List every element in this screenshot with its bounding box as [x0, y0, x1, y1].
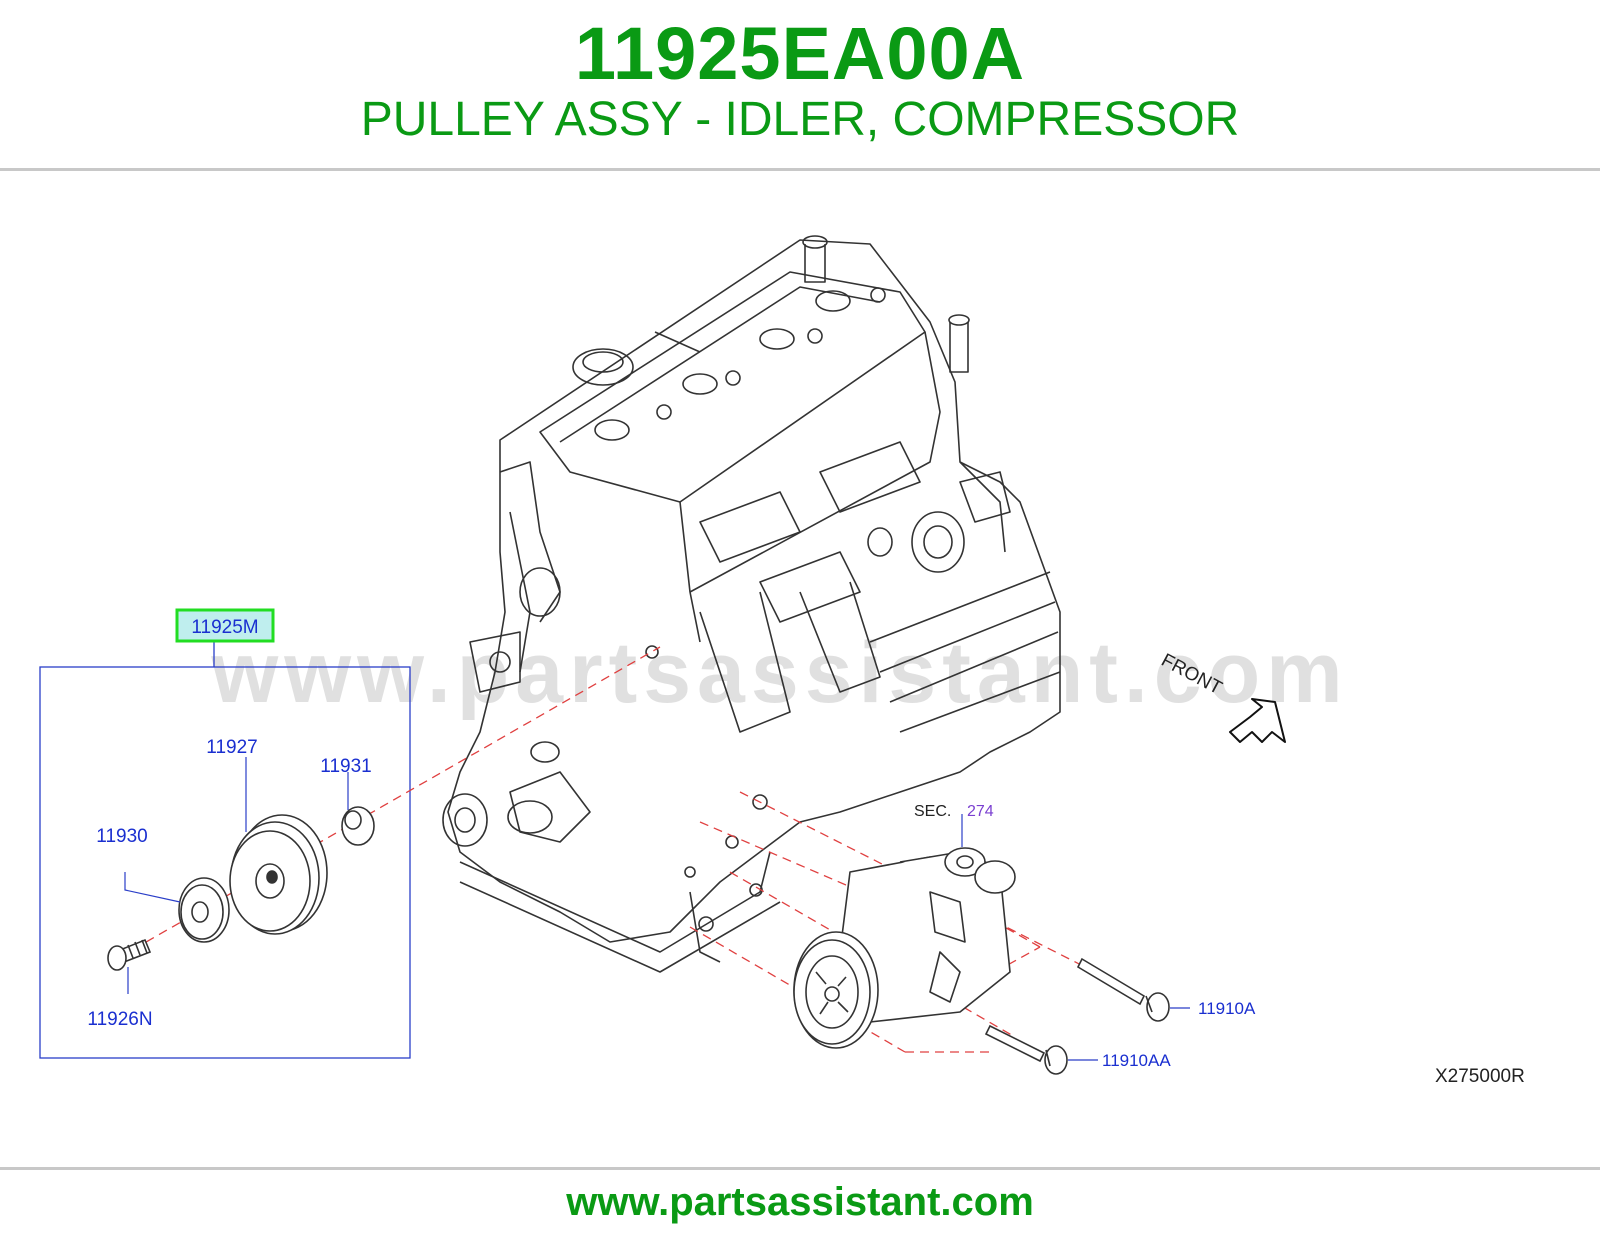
watermark-text: www.partsassistant.com: [210, 625, 1348, 721]
front-arrow-icon: [1229, 698, 1286, 743]
callout-11927[interactable]: 11927: [206, 737, 257, 758]
group-label[interactable]: 11925M: [191, 617, 258, 638]
compressor-drawing: [793, 847, 1016, 1049]
pulley-leaders: [124, 757, 349, 994]
figure-code: X275000R: [1435, 1066, 1525, 1087]
callout-11931[interactable]: 11931: [320, 756, 371, 777]
group-label-highlight[interactable]: [175, 608, 275, 643]
compressor-leaders: [961, 814, 1190, 1061]
footer-url[interactable]: www.partsassistant.com: [566, 1180, 1034, 1224]
sec-label: SEC.: [914, 803, 951, 820]
compressor-bolts: [984, 957, 1170, 1075]
part-number-title: 11925EA00A: [574, 12, 1026, 95]
sec-number-link[interactable]: 274: [967, 803, 994, 820]
footer-divider: [0, 1167, 1600, 1170]
header: 11925EA00A PULLEY ASSY - IDLER, COMPRESS…: [0, 0, 1600, 170]
callout-11910AA[interactable]: 11910AA: [1102, 1051, 1171, 1070]
callout-11926N[interactable]: 11926N: [87, 1009, 152, 1030]
part-description: PULLEY ASSY - IDLER, COMPRESSOR: [360, 93, 1240, 146]
engine-drawing: [442, 235, 1061, 973]
callout-11910A[interactable]: 11910A: [1198, 999, 1256, 1018]
parts-diagram: www.partsassistant.com: [39, 235, 1525, 1087]
idler-pulley-parts: [107, 806, 375, 971]
header-divider: [0, 168, 1600, 171]
group-box: [39, 666, 411, 1059]
callout-11930[interactable]: 11930: [96, 826, 147, 847]
